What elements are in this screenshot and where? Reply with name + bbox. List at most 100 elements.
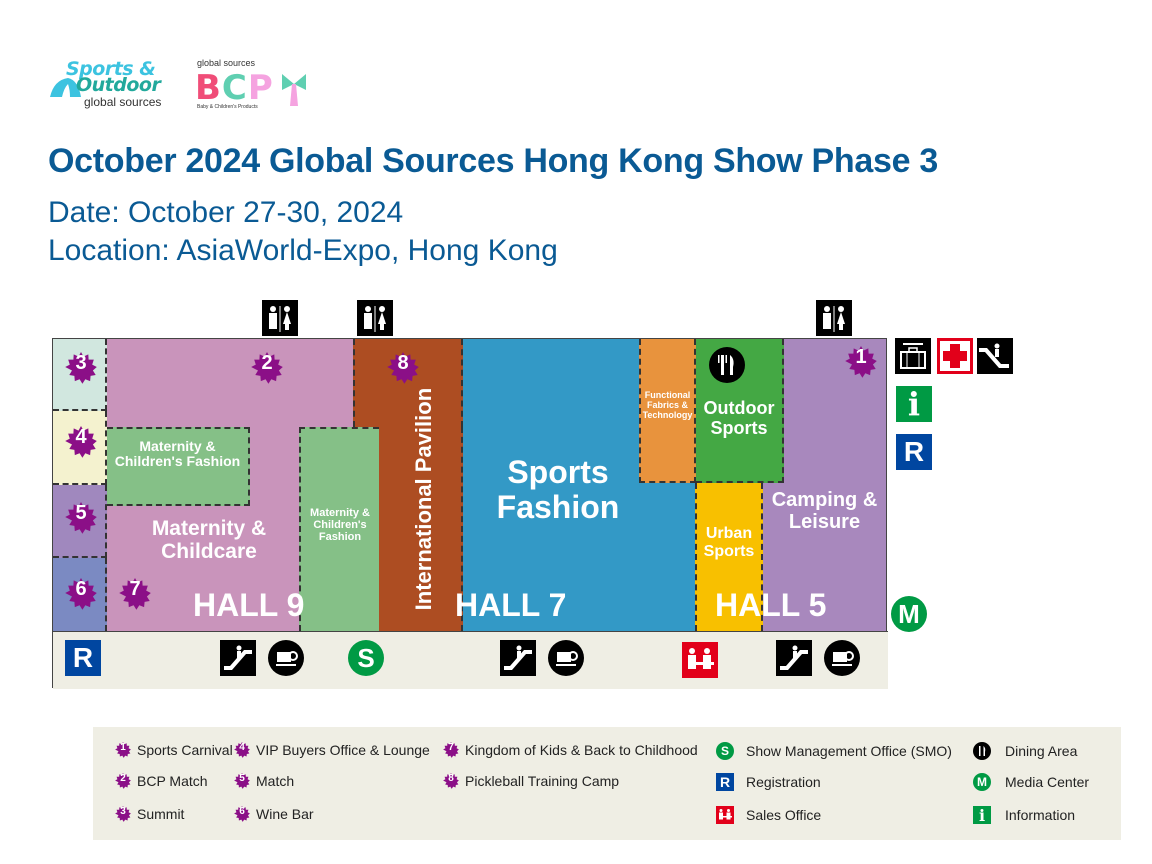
badge-5-match[interactable]: 5	[65, 502, 97, 534]
legend-icon-text: R	[719, 774, 731, 790]
smo-icon: S	[716, 742, 734, 760]
legend-item-wine-bar: 6 Wine Bar	[234, 806, 314, 822]
cafe-icon[interactable]	[268, 640, 304, 676]
restroom-icon[interactable]	[262, 300, 298, 336]
dining-icon[interactable]	[709, 347, 745, 383]
zone-maternity-fashion-1[interactable]: Maternity & Children's Fashion	[107, 427, 250, 506]
badge-2-bcp-match[interactable]: 2	[251, 352, 283, 384]
label-functional-fabrics: Functional Fabrics & Technology	[642, 390, 693, 420]
legend-label: BCP Match	[137, 773, 208, 789]
legend-label: Match	[256, 773, 295, 789]
page-title: October 2024 Global Sources Hong Kong Sh…	[48, 142, 938, 180]
legend-label: Registration	[746, 774, 821, 790]
zone-intl-top	[353, 339, 463, 427]
badge-number: 4	[75, 426, 87, 448]
legend-number: 6	[239, 806, 245, 817]
zone-maternity-childcare-ext	[299, 339, 355, 427]
bcp-letter-p: P	[247, 68, 274, 108]
media-center-icon: M	[973, 773, 991, 791]
badge-6-wine-bar[interactable]: 6	[65, 578, 97, 610]
logo-line-globalsources: global sources	[84, 95, 162, 109]
legend-label: Show Management Office (SMO)	[746, 743, 952, 759]
badge-number: 5	[75, 502, 87, 524]
badge-8-pickleball[interactable]: 8	[387, 352, 419, 384]
zone-urban-sports[interactable]: Urban Sports	[695, 483, 763, 631]
legend-label: Wine Bar	[256, 806, 314, 822]
legend-icon-text: i	[978, 806, 986, 825]
escalator-icon[interactable]	[220, 640, 256, 676]
legend-label: Sales Office	[746, 807, 822, 823]
zone-international-pavilion[interactable]	[379, 427, 463, 631]
zone-camping-leisure[interactable]: Camping & Leisure	[763, 483, 886, 631]
legend-number: 5	[239, 773, 245, 784]
legend-number: 2	[120, 773, 126, 784]
label-sports-fashion: Sports Fashion	[496, 454, 620, 526]
bcp-subtitle: Baby & Children's Products	[197, 104, 258, 110]
label-urban-sports: Urban Sports	[703, 525, 755, 560]
show-date: Date: October 27-30, 2024	[48, 196, 404, 229]
legend-label: Summit	[137, 806, 185, 822]
legend-icon-text: S	[720, 744, 729, 758]
zone-maternity-fashion-2[interactable]: Maternity & Children's Fashion	[299, 427, 379, 631]
zone-functional-fabrics[interactable]: Functional Fabrics & Technology	[639, 339, 696, 483]
luggage-storage-icon[interactable]	[895, 338, 931, 374]
legend-number: 3	[120, 806, 126, 817]
label-camping-leisure: Camping & Leisure	[771, 489, 878, 533]
corridor: R S	[53, 631, 888, 689]
bcp-letter-b: B	[195, 68, 222, 108]
legend-number: 8	[448, 773, 454, 784]
label-maternity-fashion-2: Maternity & Children's Fashion	[310, 507, 370, 544]
legend-label: Kingdom of Kids & Back to Childhood	[465, 742, 698, 758]
badge-3-summit[interactable]: 3	[65, 352, 97, 384]
badge-1-sports-carnival[interactable]: 1	[845, 346, 877, 378]
cafe-icon[interactable]	[548, 640, 584, 676]
registration-icon[interactable]: R	[65, 640, 101, 676]
label-maternity-childcare: Maternity & Childcare	[151, 517, 267, 564]
legend-item-sports-carnival: 1 Sports Carnival	[115, 742, 233, 758]
logo-line-sports: Sports &	[66, 58, 156, 80]
hall-7-label: HALL 7	[455, 587, 567, 623]
hall-9-label: HALL 9	[193, 587, 305, 623]
tent-icon	[50, 78, 81, 97]
legend-number: 1	[120, 742, 126, 753]
legend-label: Sports Carnival	[137, 742, 233, 758]
smo-icon[interactable]: S	[348, 640, 384, 676]
legend-item-dining: Dining Area	[973, 742, 1077, 760]
badge-number: 7	[129, 578, 141, 600]
media-center-icon[interactable]: M	[891, 596, 927, 632]
legend-item-bcp-match: 2 BCP Match	[115, 773, 208, 789]
hall-5-label: HALL 5	[715, 587, 827, 623]
legend-item-match: 5 Match	[234, 773, 294, 789]
bcp-brand: global sources	[197, 58, 256, 68]
sports-outdoor-logo: Sports & Outdoor global sources	[48, 58, 176, 114]
label-outdoor-sports: Outdoor Sports	[703, 398, 775, 438]
sales-office-icon[interactable]	[682, 642, 718, 678]
restroom-icon[interactable]	[816, 300, 852, 336]
legend-item-summit: 3 Summit	[115, 806, 184, 822]
label-international-pavilion: International Pavilion	[410, 387, 436, 611]
escalator-down-icon[interactable]	[977, 338, 1013, 374]
badge-number: 2	[261, 352, 273, 374]
badge-7-kingdom-kids[interactable]: 7	[119, 578, 151, 610]
legend-label: Information	[1005, 807, 1076, 823]
label-maternity-fashion-1: Maternity & Children's Fashion	[114, 438, 241, 470]
escalator-icon[interactable]	[500, 640, 536, 676]
first-aid-icon[interactable]	[937, 338, 973, 374]
restroom-icon[interactable]	[357, 300, 393, 336]
bcp-letter-c: C	[221, 68, 248, 108]
legend-label: Dining Area	[1005, 743, 1078, 759]
registration-icon: R	[716, 773, 734, 791]
cafe-icon[interactable]	[824, 640, 860, 676]
badge-4-vip[interactable]: 4	[65, 426, 97, 458]
information-icon[interactable]: i	[896, 386, 932, 422]
escalator-icon[interactable]	[776, 640, 812, 676]
registration-icon[interactable]: R	[896, 434, 932, 470]
show-location: Location: AsiaWorld-Expo, Hong Kong	[48, 234, 558, 267]
legend-label: VIP Buyers Office & Lounge	[256, 742, 430, 758]
floor-plan-map: Maternity & Children's Fashion Maternity…	[52, 338, 888, 689]
legend-item-sales-office: Sales Office	[716, 806, 821, 824]
